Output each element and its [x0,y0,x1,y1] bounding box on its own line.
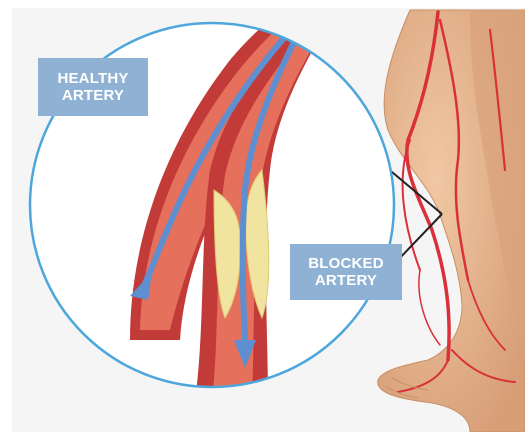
blocked-artery-label: BLOCKED ARTERY [290,244,402,300]
healthy-label-line1: HEALTHY [57,70,128,87]
leg-illustration [378,10,525,432]
blocked-label-line1: BLOCKED [308,255,384,272]
healthy-artery-label: HEALTHY ARTERY [38,58,148,116]
blocked-label-line2: ARTERY [315,272,377,289]
healthy-label-line2: ARTERY [62,87,124,104]
